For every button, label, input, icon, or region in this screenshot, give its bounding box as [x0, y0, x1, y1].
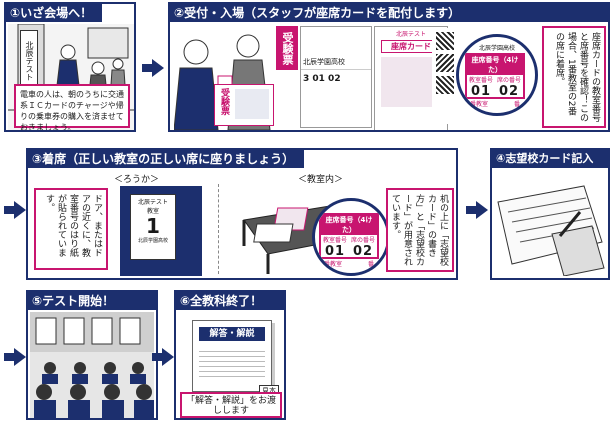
- desk-note-text: 机の上に「志望校カード」の書き方」と「志望校カード」が用意されています。: [390, 194, 448, 266]
- seat-card-footer-right: 番: [513, 101, 520, 108]
- desk-card-left-label: 教室番号: [322, 237, 347, 244]
- panel-step3: ③着席（正しい教室の正しい席に座りましょう） ＜ろうか＞ ＜教室内＞ ドア、また…: [26, 148, 458, 280]
- desk-card-room-number: 01: [324, 244, 346, 259]
- panel2-note-text: 座席カードの教室番号と席番号を確認！この場合、1番教室の2番の席に着席。: [554, 32, 600, 122]
- seat-card-room-number: 01: [470, 84, 492, 99]
- door-note: ドア、またはドアの近くに、教室番号のはり紙が貼られています。: [34, 188, 108, 270]
- seat-card: 座席番号（4けた） 教室番号 席の番号 01 02 番教室 番: [465, 53, 525, 108]
- exam-ticket-large-label: 受験票: [281, 31, 294, 65]
- exam-ticket: 受験票: [214, 84, 274, 126]
- filling-card-illustration: [497, 185, 605, 276]
- qr-code-column: [432, 28, 458, 124]
- door-sign-number: 1: [146, 214, 160, 238]
- station-sign: 北辰テスト: [20, 30, 38, 92]
- section-divider: [218, 184, 219, 274]
- seat-form-small-nums: 3 01 02: [303, 74, 341, 84]
- door-sign: 北辰テスト 教室 1 北辰学園高校: [130, 194, 176, 260]
- desk-card-zoom: 座席番号（4けた） 教室番号 席の番号 01 02 番教室 番: [312, 198, 390, 276]
- seat-card-zoom: 北辰学園高校 座席番号（4けた） 教室番号 席の番号 01 02 番教室 番: [456, 34, 538, 116]
- answer-booklet: 解答・解説 見本: [192, 320, 279, 397]
- door-sign-title: 北辰テスト: [137, 199, 168, 206]
- hallway-label: ＜ろうか＞: [114, 175, 160, 185]
- panel6-note-text: 「解答・解説」をお渡しします: [185, 396, 276, 416]
- qr-code-icon: [436, 76, 454, 94]
- desk-card-footer-left: 番教室: [324, 261, 343, 268]
- desk-note: 机の上に「志望校カード」の書き方」と「志望校カード」が用意されています。: [386, 188, 454, 272]
- arrow-right-icon: [4, 348, 26, 366]
- station-sign-text: 北辰テスト: [25, 41, 34, 81]
- qr-code-icon: [436, 32, 454, 50]
- desk-card-right-label: 席の番号: [350, 237, 375, 244]
- door-sign-school: 北辰学園高校: [137, 238, 168, 244]
- panel-title: ①いざ会場へ！: [6, 4, 103, 22]
- panel6-note: 「解答・解説」をお渡しします: [180, 392, 282, 418]
- panel-step5: ⑤テスト開始！: [26, 290, 158, 420]
- seat-form-sheet: 北辰学園高校 3 01 02: [300, 26, 372, 128]
- door-illustration: 北辰テスト 教室 1 北辰学園高校: [120, 186, 202, 276]
- arrow-right-icon: [152, 348, 174, 366]
- seat-card-school: 北辰学園高校: [478, 45, 515, 52]
- booklet-lines: [199, 347, 265, 381]
- panel1-note-text: 電車の人は、朝のうちに交通系ＩＣカードのチャージや帰りの乗車券の購入を済ませてお…: [20, 90, 124, 132]
- arrow-right-icon: [142, 59, 164, 77]
- exam-ticket-label: 受験票: [219, 88, 229, 115]
- panel2-note: 座席カードの教室番号と席番号を確認！この場合、1番教室の2番の席に着席。: [542, 26, 606, 128]
- seat-card-seat-number: 02: [498, 84, 520, 99]
- seat-card-footer-left: 番教室: [470, 101, 489, 108]
- panel-title: ②受付・入場（スタッフが座席カードを配付します）: [170, 4, 608, 22]
- seat-card-right-label: 席の番号: [496, 77, 521, 84]
- arrow-right-icon: [466, 201, 488, 219]
- panel-step4: ④志望校カード記入: [490, 148, 610, 280]
- desk-card-footer-right: 番: [367, 261, 374, 268]
- panel1-note: 電車の人は、朝のうちに交通系ＩＣカードのチャージや帰りの乗車券の購入を済ませてお…: [14, 84, 130, 130]
- desk-card-seat-number: 02: [352, 244, 374, 259]
- panel-step2: ②受付・入場（スタッフが座席カードを配付します） 受験票 受験票 北辰学園高校 …: [168, 2, 610, 132]
- seat-card-title: 座席番号（4けた）: [467, 55, 523, 75]
- exam-room-illustration: [30, 312, 154, 418]
- seat-form-center-body: [381, 57, 441, 107]
- panel-title: ⑤テスト開始！: [28, 292, 156, 310]
- seat-card-left-label: 教室番号: [468, 77, 493, 84]
- panel-title: ⑥全教科終了！: [176, 292, 284, 310]
- seat-form-tab: 北辰テスト: [395, 31, 426, 38]
- answer-booklet-title: 解答・解説: [199, 327, 265, 341]
- classroom-label: ＜教室内＞: [298, 175, 344, 185]
- seat-form-header: 北辰学園高校: [301, 55, 371, 70]
- exam-ticket-body: [235, 89, 269, 119]
- desk-card-title: 座席番号（4けた）: [321, 215, 377, 235]
- panel-step6: ⑥全教科終了！ 解答・解説 見本 「解答・解説」をお渡しします: [174, 290, 286, 420]
- door-sign-room: 教室: [146, 208, 159, 215]
- panel-title: ③着席（正しい教室の正しい席に座りましょう）: [28, 150, 305, 168]
- qr-code-icon: [436, 54, 454, 72]
- door-note-text: ドア、またはドアの近くに、教室番号のはり紙が貼られています。: [44, 194, 102, 257]
- desk-seat-card: 座席番号（4けた） 教室番号 席の番号 01 02 番教室 番: [319, 213, 379, 268]
- panel-step1: ①いざ会場へ！ 北辰テスト 電車の人は、朝のうちに交通系ＩＣカードのチャージや帰…: [4, 2, 136, 132]
- arrow-right-icon: [4, 201, 26, 219]
- panel-title: ④志望校カード記入: [492, 150, 608, 168]
- exam-ticket-large: 受験票: [276, 26, 298, 70]
